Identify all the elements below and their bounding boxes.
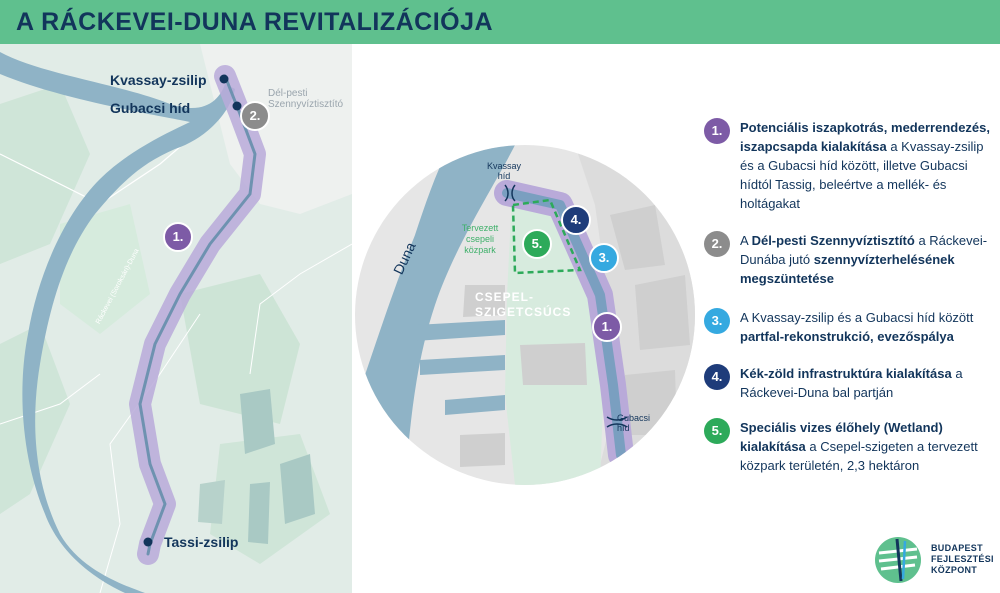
gubacsi-hid-inset-label: Gubacsi híd — [617, 413, 651, 433]
bfk-logo-mark-icon — [875, 537, 921, 583]
legend-badge-3: 3. — [704, 308, 730, 334]
logo-line-2: FEJLESZTÉSI — [931, 554, 994, 564]
inset-map-graphic — [355, 145, 695, 485]
gubacsi-hid-label: Gubacsi híd — [110, 100, 191, 116]
page-title: A RÁCKEVEI-DUNA REVITALIZÁCIÓJA — [16, 8, 494, 36]
delpesti-label: Dél-pesti Szennyvíztisztító — [268, 88, 344, 110]
tassi-zsilip-label: Tassi-zsilip — [164, 534, 239, 550]
overview-map: Kvassay-zsilip Gubacsi híd Dél-pesti Sze… — [0, 44, 352, 593]
inset-badge-5: 5. — [522, 229, 552, 259]
overview-map-graphic — [0, 44, 352, 593]
legend-text-1: Potenciális iszapkotrás, mederrendezés, … — [740, 120, 990, 211]
logo-line-3: KÖZPONT — [931, 565, 978, 575]
csepel-district-label: CSEPEL- SZIGETCSÚCS — [475, 290, 572, 319]
main-map-badge-2: 2. — [240, 101, 270, 131]
legend-text-2: A Dél-pesti Szennyvíztisztító a Ráckevei… — [740, 233, 988, 286]
legend-text-3: A Kvassay-zsilip és a Gubacsi híd között… — [740, 310, 974, 344]
gubacsi-marker — [232, 101, 242, 111]
inset-badge-3: 3. — [589, 243, 619, 273]
kvassay-hid-label: Kvassay híd — [486, 161, 521, 181]
legend-item-5: 5. Speciális vizes élőhely (Wetland) kia… — [704, 418, 994, 478]
kozpark-label: Tervezett csepeli közpark — [461, 223, 499, 255]
legend-item-2: 2. A Dél-pesti Szennyvíztisztító a Rácke… — [704, 231, 994, 291]
kvassay-marker — [219, 74, 229, 84]
inset-map: Kvassay híd Gubacsi híd Tervezett csepel… — [355, 145, 695, 485]
inset-badge-4: 4. — [561, 205, 591, 235]
bfk-logo: BUDAPEST FEJLESZTÉSI KÖZPONT — [873, 535, 994, 585]
legend-badge-1: 1. — [704, 118, 730, 144]
legend-item-3: 3. A Kvassay-zsilip és a Gubacsi híd köz… — [704, 308, 994, 348]
kvassay-zsilip-label: Kvassay-zsilip — [110, 72, 207, 88]
legend-badge-5: 5. — [704, 418, 730, 444]
legend-badge-2: 2. — [704, 231, 730, 257]
inset-badge-1: 1. — [592, 312, 622, 342]
tassi-marker — [143, 537, 153, 547]
legend-item-4: 4. Kék-zöld infrastruktúra kialakítása a… — [704, 364, 994, 404]
legend-text-5: Speciális vizes élőhely (Wetland) kialak… — [740, 420, 978, 473]
main-map-badge-1: 1. — [163, 222, 193, 252]
logo-line-1: BUDAPEST — [931, 543, 983, 553]
legend-badge-4: 4. — [704, 364, 730, 390]
header-bar: A RÁCKEVEI-DUNA REVITALIZÁCIÓJA — [0, 0, 1000, 44]
bfk-logo-text: BUDAPEST FEJLESZTÉSI KÖZPONT — [931, 543, 994, 576]
legend-item-1: 1. Potenciális iszapkotrás, mederrendezé… — [704, 118, 994, 214]
legend-text-4: Kék-zöld infrastruktúra kialakítása a Rá… — [740, 366, 963, 400]
